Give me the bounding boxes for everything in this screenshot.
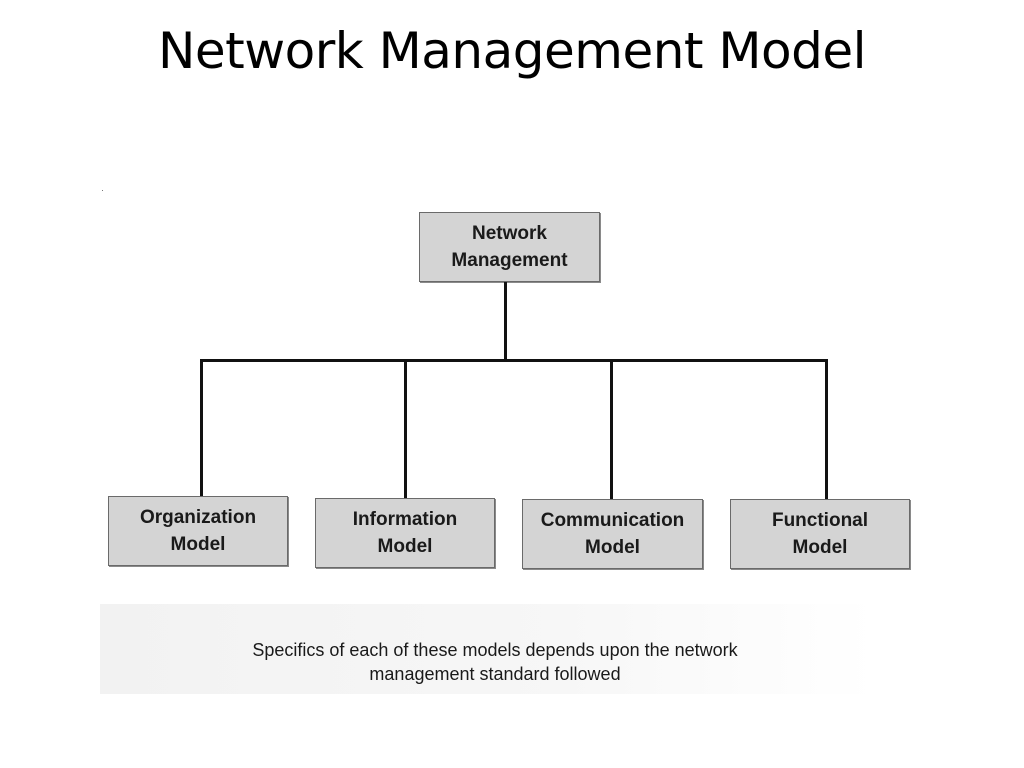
- connector-branch-information: [404, 359, 407, 498]
- diagram-caption: Specifics of each of these models depend…: [252, 640, 738, 684]
- caption-background: [100, 604, 876, 694]
- node-organization-model: Organization Model: [108, 496, 288, 566]
- node-functional-model: Functional Model: [730, 499, 910, 569]
- slide-title: Network Management Model: [157, 22, 867, 80]
- stray-mark: [102, 190, 103, 191]
- connector-root-trunk: [504, 282, 507, 362]
- connector-horizontal-bus: [200, 359, 828, 362]
- node-network-management: Network Management: [419, 212, 600, 282]
- node-communication-model: Communication Model: [522, 499, 703, 569]
- node-information-model: Information Model: [315, 498, 495, 568]
- connector-branch-communication: [610, 359, 613, 499]
- connector-branch-organization: [200, 359, 203, 496]
- connector-branch-functional: [825, 359, 828, 499]
